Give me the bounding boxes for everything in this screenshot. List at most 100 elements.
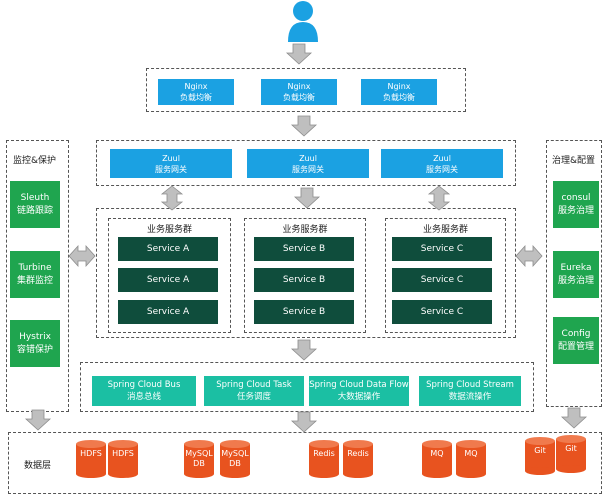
nginx-desc: 负载均衡	[283, 93, 315, 102]
spring-name: Spring Cloud Stream	[426, 380, 514, 390]
item-name: Eureka	[560, 262, 592, 273]
arrow-down	[561, 407, 587, 429]
arrow-down	[291, 339, 317, 361]
right-panel-item: Config 配置管理	[553, 317, 599, 364]
database-cylinder: Git	[525, 437, 555, 475]
arrow-down	[286, 43, 312, 65]
zuul-desc: 服务网关	[426, 164, 458, 174]
nginx-desc: 负载均衡	[180, 93, 212, 102]
db-label: Git	[534, 446, 546, 455]
service-group-title: 业务服务群	[146, 225, 192, 235]
data-layer-title: 数据层	[24, 461, 52, 471]
left-panel-title: 监控&保护	[13, 156, 57, 166]
arrow-bidirectional	[515, 245, 543, 267]
zuul-name: Zuul	[433, 153, 451, 163]
service-box: Service C	[392, 300, 492, 324]
arrow-down	[291, 411, 317, 433]
zuul-box: Zuul 服务网关	[247, 149, 369, 178]
service-box: Service A	[118, 237, 218, 261]
right-panel-title: 治理&配置	[552, 156, 596, 166]
db-sublabel: DB	[193, 459, 205, 468]
item-name: Turbine	[18, 262, 52, 273]
spring-name: Spring Cloud Bus	[107, 380, 181, 390]
database-cylinder: Redis	[309, 440, 339, 478]
db-label: HDFS	[112, 449, 134, 458]
service-group-title: 业务服务群	[282, 225, 328, 235]
db-label: MySQL	[221, 449, 249, 458]
nginx-name: Nginx	[387, 82, 411, 91]
arrow-down	[291, 115, 317, 137]
spring-desc: 大数据操作	[337, 392, 381, 402]
database-cylinder: Redis	[343, 440, 373, 478]
item-name: Hystrix	[19, 331, 51, 342]
left-panel-item: Hystrix 容错保护	[10, 320, 60, 367]
zuul-name: Zuul	[299, 153, 317, 163]
spring-desc: 消息总线	[126, 392, 161, 402]
item-name: Sleuth	[20, 192, 50, 203]
zuul-name: Zuul	[162, 153, 180, 163]
spring-cloud-box: Spring Cloud Stream 数据流操作	[419, 376, 521, 406]
db-label: Redis	[347, 449, 369, 458]
service-box: Service C	[392, 237, 492, 261]
spring-desc: 数据流操作	[448, 392, 492, 402]
db-label: Git	[565, 444, 577, 453]
db-label: MySQL	[185, 449, 213, 458]
spring-cloud-box: Spring Cloud Task 任务调度	[204, 376, 304, 406]
db-label: MQ	[464, 449, 478, 458]
arrow-bidirectional	[161, 185, 183, 211]
data-layer	[8, 432, 602, 494]
db-label: HDFS	[80, 449, 102, 458]
spring-name: Spring Cloud Data Flow	[309, 380, 409, 390]
right-panel-item: consul 服务治理	[553, 181, 599, 228]
zuul-box: Zuul 服务网关	[110, 149, 232, 178]
item-name: consul	[561, 192, 591, 203]
spring-cloud-box: Spring Cloud Bus 消息总线	[92, 376, 196, 406]
left-panel-item: Sleuth 链路跟踪	[10, 181, 60, 228]
item-desc: 链路跟踪	[16, 205, 53, 216]
arrow-bidirectional	[428, 185, 450, 211]
service-group-title: 业务服务群	[422, 225, 468, 235]
service-box: Service B	[254, 300, 354, 324]
arrow-bidirectional	[68, 245, 96, 267]
nginx-desc: 负载均衡	[383, 93, 415, 102]
zuul-desc: 服务网关	[155, 164, 187, 174]
service-box: Service B	[254, 237, 354, 261]
item-desc: 集群监控	[16, 275, 53, 286]
database-cylinder: HDFS	[76, 440, 106, 478]
service-box: Service C	[392, 268, 492, 292]
spring-cloud-box: Spring Cloud Data Flow 大数据操作	[309, 376, 409, 406]
zuul-box: Zuul 服务网关	[381, 149, 503, 178]
nginx-box: Nginx 负载均衡	[361, 79, 437, 105]
item-desc: 配置管理	[557, 341, 594, 352]
nginx-name: Nginx	[287, 82, 311, 91]
spring-desc: 任务调度	[236, 392, 271, 402]
nginx-box: Nginx 负载均衡	[261, 79, 337, 105]
db-label: Redis	[313, 449, 335, 458]
service-box: Service A	[118, 300, 218, 324]
user-icon	[288, 1, 318, 42]
arrow-down	[25, 409, 51, 431]
nginx-name: Nginx	[184, 82, 208, 91]
database-cylinder: MQ	[422, 440, 452, 478]
database-cylinder: HDFS	[108, 440, 138, 478]
database-cylinder: Git	[556, 435, 586, 473]
nginx-box: Nginx 负载均衡	[158, 79, 234, 105]
item-desc: 服务治理	[557, 275, 594, 286]
spring-name: Spring Cloud Task	[216, 380, 292, 390]
db-sublabel: DB	[229, 459, 241, 468]
left-panel-item: Turbine 集群监控	[10, 251, 60, 298]
service-box: Service A	[118, 268, 218, 292]
item-desc: 容错保护	[16, 344, 53, 355]
item-name: Config	[561, 328, 591, 339]
database-cylinder: MQ	[456, 440, 486, 478]
db-label: MQ	[430, 449, 444, 458]
zuul-desc: 服务网关	[292, 164, 324, 174]
arrow-down	[294, 187, 320, 209]
item-desc: 服务治理	[557, 205, 594, 216]
service-box: Service B	[254, 268, 354, 292]
right-panel-item: Eureka 服务治理	[553, 251, 599, 298]
